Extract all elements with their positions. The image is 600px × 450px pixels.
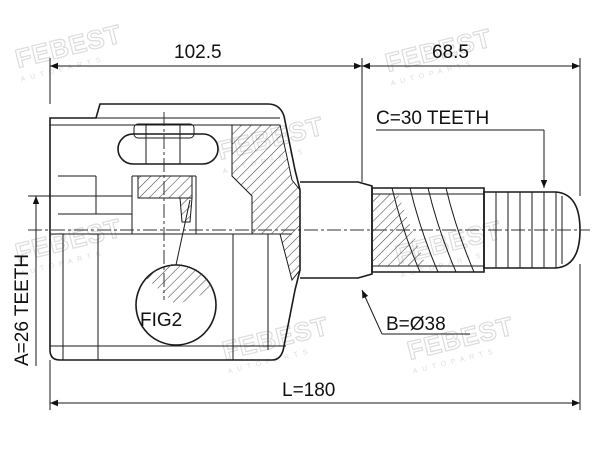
shaft bbox=[300, 181, 581, 279]
dim-housing-length: 102.5 bbox=[174, 42, 222, 63]
detail-fig2: FIG2 bbox=[135, 199, 217, 346]
dim-total-length: L=180 bbox=[282, 380, 335, 401]
dim-seal-diameter: B=Ø38 bbox=[386, 314, 446, 335]
joint-housing bbox=[49, 103, 301, 361]
dimension-lines: 102.5 68.5 L=180 C=30 TEETH B=Ø38 A=26 T… bbox=[12, 42, 581, 410]
fig2-label: FIG2 bbox=[140, 310, 182, 331]
dim-inner-spline: A=26 TEETH bbox=[12, 254, 33, 366]
dim-shaft-length: 68.5 bbox=[432, 42, 469, 63]
dim-outer-spline: C=30 TEETH bbox=[376, 108, 489, 129]
